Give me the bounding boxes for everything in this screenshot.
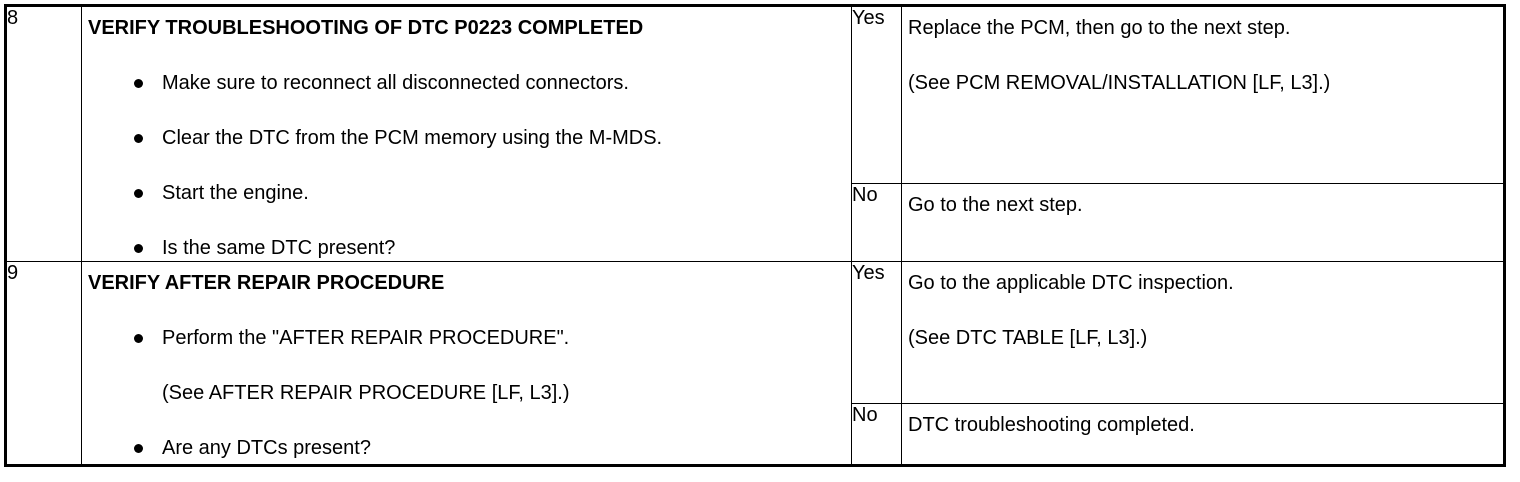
- step-9-no-row: No DTC troubleshooting completed.: [6, 403, 1505, 466]
- step-title: VERIFY TROUBLESHOOTING OF DTC P0223 COMP…: [88, 17, 644, 39]
- step-number: 8: [5, 5, 82, 262]
- yes-label: Yes: [851, 261, 902, 404]
- result-line: Go to the next step.: [908, 194, 1083, 216]
- no-result: DTC troubleshooting completed.: [901, 403, 1505, 466]
- step-9-yes-row: 9 VERIFY AFTER REPAIR PROCEDURE Perform …: [5, 261, 1505, 466]
- result-line: (See PCM REMOVAL/INSTALLATION [LF, L3].): [908, 72, 1331, 94]
- step-title: VERIFY AFTER REPAIR PROCEDURE: [88, 272, 445, 294]
- step-action: VERIFY TROUBLESHOOTING OF DTC P0223 COMP…: [81, 5, 852, 262]
- step-bullet-list: Make sure to reconnect all disconnected …: [82, 72, 851, 259]
- bullet-item: Are any DTCs present?: [82, 437, 851, 459]
- bullet-continuation: (See AFTER REPAIR PROCEDURE [LF, L3].): [162, 382, 570, 404]
- step-8-no-row: No Go to the next step.: [6, 183, 1505, 262]
- result-line: (See DTC TABLE [LF, L3].): [908, 327, 1148, 349]
- yes-result: Go to the applicable DTC inspection. (Se…: [901, 261, 1505, 404]
- bullet-item: Perform the "AFTER REPAIR PROCEDURE".: [82, 327, 851, 349]
- bullet-item: Start the engine.: [82, 182, 851, 204]
- result-line: DTC troubleshooting completed.: [908, 414, 1195, 436]
- yes-label: Yes: [851, 5, 902, 184]
- result-line: Replace the PCM, then go to the next ste…: [908, 17, 1291, 39]
- bullet-item: Clear the DTC from the PCM memory using …: [82, 127, 851, 149]
- yes-result: Replace the PCM, then go to the next ste…: [901, 5, 1505, 184]
- step-number: 9: [5, 261, 82, 466]
- step-bullet-list: Perform the "AFTER REPAIR PROCEDURE". (S…: [82, 327, 851, 459]
- bullet-item: Is the same DTC present?: [82, 237, 851, 259]
- step-8-yes-row: 8 VERIFY TROUBLESHOOTING OF DTC P0223 CO…: [5, 5, 1505, 262]
- step-action: VERIFY AFTER REPAIR PROCEDURE Perform th…: [81, 261, 852, 466]
- no-label: No: [851, 183, 902, 262]
- bullet-item: Make sure to reconnect all disconnected …: [82, 72, 851, 94]
- no-result: Go to the next step.: [901, 183, 1505, 262]
- troubleshooting-table: 8 VERIFY TROUBLESHOOTING OF DTC P0223 CO…: [4, 4, 1506, 467]
- result-line: Go to the applicable DTC inspection.: [908, 272, 1234, 294]
- no-label: No: [851, 403, 902, 466]
